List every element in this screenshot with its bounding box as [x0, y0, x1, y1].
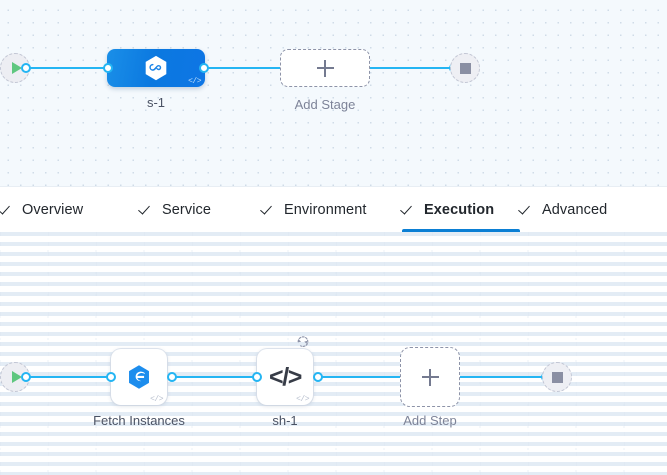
edge-fetch-to-sh1 — [170, 376, 258, 378]
check-icon — [140, 203, 153, 216]
stage-config-tabs: Overview Service Environment Execution A… — [0, 186, 667, 232]
add-step-label: Add Step — [403, 413, 457, 428]
port-exec-start-out[interactable] — [21, 372, 31, 382]
grid-dots — [0, 232, 667, 475]
check-icon — [262, 203, 275, 216]
step-node-fetch-instances[interactable]: </> — [111, 349, 167, 405]
edge-addstage-to-end — [368, 67, 458, 69]
plus-icon — [316, 59, 334, 77]
port-fetch-out[interactable] — [167, 372, 177, 382]
tab-execution[interactable]: Execution — [402, 187, 520, 232]
tab-service[interactable]: Service — [140, 187, 262, 232]
check-icon — [0, 203, 13, 216]
tab-label: Advanced — [542, 201, 608, 218]
execution-step-canvas[interactable]: </> Fetch Instances </> </> sh-1 Add Ste… — [0, 232, 667, 475]
play-icon — [11, 371, 22, 383]
stop-icon — [551, 371, 563, 383]
edge-sh1-to-addstep — [316, 376, 400, 378]
step-node-label-fetch-instances: Fetch Instances — [93, 413, 185, 428]
step-node-sh-1[interactable]: </> </> — [257, 336, 313, 405]
edge-addstep-to-end — [460, 376, 550, 378]
edge-start-to-fetch — [24, 376, 110, 378]
tab-label: Service — [162, 201, 212, 218]
execution-end-node[interactable] — [542, 362, 572, 392]
pipeline-end-node[interactable] — [450, 53, 480, 83]
pipeline-stage-canvas[interactable]: </> s-1 Add Stage — [0, 0, 667, 186]
play-icon — [11, 62, 22, 74]
harness-deploy-hexagon-icon — [145, 55, 167, 81]
code-icon: </> — [188, 77, 201, 86]
code-icon: </> — [296, 395, 309, 404]
stage-node-s-1[interactable]: </> — [107, 49, 205, 87]
tab-underline — [402, 229, 520, 232]
add-stage-label: Add Stage — [294, 97, 356, 112]
port-sh1-in[interactable] — [252, 372, 262, 382]
port-stage1-in[interactable] — [103, 63, 113, 73]
code-icon: </> — [150, 395, 163, 404]
edge-stage1-to-addstage — [198, 67, 280, 69]
add-stage-button[interactable] — [280, 49, 370, 87]
shell-script-code-icon: </> — [269, 362, 302, 391]
plus-icon — [421, 368, 439, 386]
step-node-label-sh-1: sh-1 — [272, 413, 298, 428]
stage-node-label-s-1: s-1 — [146, 95, 166, 110]
tab-label: Overview — [22, 201, 84, 218]
check-icon — [402, 203, 415, 216]
edge-start-to-stage1 — [24, 67, 112, 69]
tab-environment[interactable]: Environment — [262, 187, 402, 232]
port-fetch-in[interactable] — [106, 372, 116, 382]
port-sh1-out[interactable] — [313, 372, 323, 382]
add-step-button[interactable] — [400, 347, 460, 407]
looping-strategy-icon — [297, 336, 309, 347]
fetch-instances-hexagon-icon — [129, 365, 149, 389]
check-icon — [520, 203, 533, 216]
port-start-out[interactable] — [21, 63, 31, 73]
port-stage1-out[interactable] — [199, 63, 209, 73]
stop-icon — [459, 62, 471, 74]
tab-overview[interactable]: Overview — [0, 187, 140, 232]
tab-advanced[interactable]: Advanced — [520, 187, 640, 232]
tab-label: Environment — [284, 201, 367, 218]
tab-label: Execution — [424, 201, 495, 218]
